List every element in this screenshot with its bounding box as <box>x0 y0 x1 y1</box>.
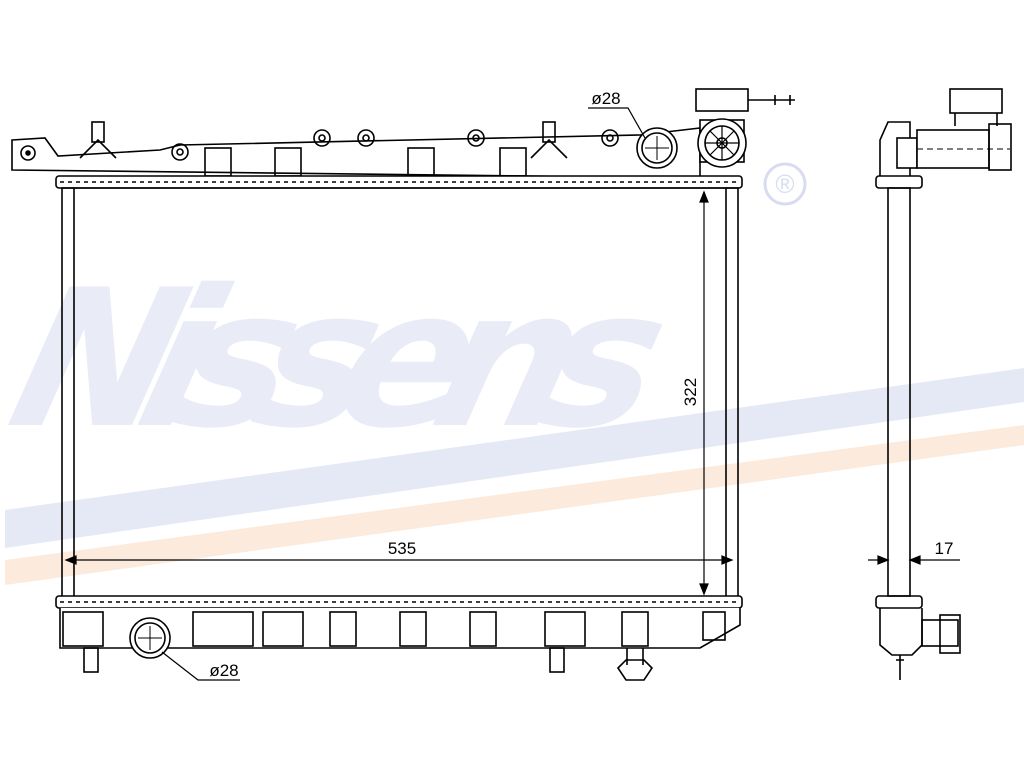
side-view <box>875 88 1012 680</box>
watermark-stripe-orange <box>5 425 1024 585</box>
filler-cap <box>695 88 795 168</box>
top-outlet-diameter-label: ø28 <box>591 89 620 108</box>
top-outlet <box>636 127 678 169</box>
dimension-lines <box>64 107 960 681</box>
watermark-logo-text: Nissens <box>0 249 688 471</box>
width-dimension-label: 535 <box>388 539 416 558</box>
bottom-outlet <box>129 617 171 659</box>
registered-mark-circle <box>763 162 807 206</box>
height-dimension-label: 322 <box>681 378 700 406</box>
core-depth-label: 17 <box>935 539 954 558</box>
bottom-outlet-diameter-label: ø28 <box>209 661 238 680</box>
front-view <box>11 88 795 681</box>
registered-mark: ® <box>775 169 794 199</box>
top-tank <box>11 121 743 189</box>
bottom-tank <box>55 595 743 681</box>
watermark: Nissens ® <box>0 162 1024 585</box>
watermark-stripe-blue <box>5 368 1024 548</box>
